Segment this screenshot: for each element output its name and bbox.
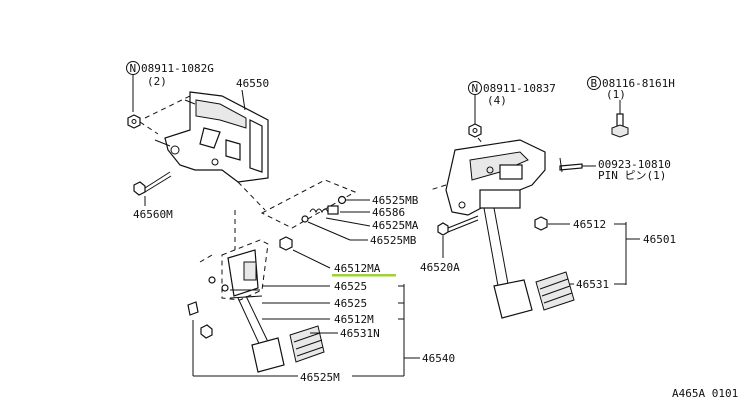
callout-left-nut: N 08911-1082G (2) <box>126 61 214 112</box>
label-bottom-bushing: 46525M <box>300 371 340 384</box>
bolt-icon <box>133 171 172 196</box>
label-collar: 46586 <box>372 206 405 219</box>
label-shaft-left: 46512M <box>334 313 374 326</box>
label-nut-part-right: 08911-10837 <box>483 82 556 95</box>
label-pivot-bolt: 46520A <box>420 261 460 274</box>
label-pin-nut: 46512MA <box>334 262 381 275</box>
label-spring-upper: 46525MB <box>372 194 419 207</box>
label-bolt: 46560M <box>133 208 173 221</box>
label-pedal-assy-left: 46540 <box>422 352 455 365</box>
callout-right-bolt: B 08116-8161H (1) <box>587 76 675 126</box>
label-pad-right: 46531 <box>576 278 609 291</box>
label-nut-part-left: 08911-1082G <box>141 62 214 75</box>
bolt-icon <box>611 113 629 138</box>
bracket-46550-shape <box>164 91 269 183</box>
bolt-marker-right: B <box>591 77 598 90</box>
label-pedal-assy-right: 46501 <box>643 233 676 246</box>
clutch-pedal-shape <box>187 236 325 373</box>
pivot-bolt-icon <box>437 215 479 236</box>
label-nut-qty-left: (2) <box>147 75 167 88</box>
label-bracket: 46550 <box>236 77 269 90</box>
label-bushing-1: 46525 <box>334 280 367 293</box>
label-spring-lower: 46525MB <box>370 234 417 247</box>
callout-right-nut: N 08911-10837 (4) <box>468 81 556 124</box>
label-nut-qty-right: (4) <box>487 94 507 107</box>
label-bolt-qty-right: (1) <box>606 88 626 101</box>
label-spring-mid: 46525MA <box>372 219 419 232</box>
label-pin-part: 00923-10810 <box>598 158 671 171</box>
label-pin-desc: PIN ピン(1) <box>598 169 666 182</box>
nut-icon <box>468 123 482 138</box>
highlight-46512ma <box>332 274 396 277</box>
nut-icon <box>127 114 141 129</box>
brake-bracket-shape <box>429 139 546 216</box>
diagram-code: A465A 0101 <box>672 387 738 400</box>
spring-icon <box>301 195 347 223</box>
label-shaft-right: 46512 <box>573 218 606 231</box>
nut-marker-right: N <box>472 82 479 95</box>
label-bushing-2: 46525 <box>334 297 367 310</box>
label-pad-left: 46531N <box>340 327 380 340</box>
label-bolt-part-right: 08116-8161H <box>602 77 675 90</box>
pin-icon <box>559 157 583 173</box>
brake-pedal-shape <box>479 189 575 319</box>
nut-marker-left: N <box>130 62 137 75</box>
